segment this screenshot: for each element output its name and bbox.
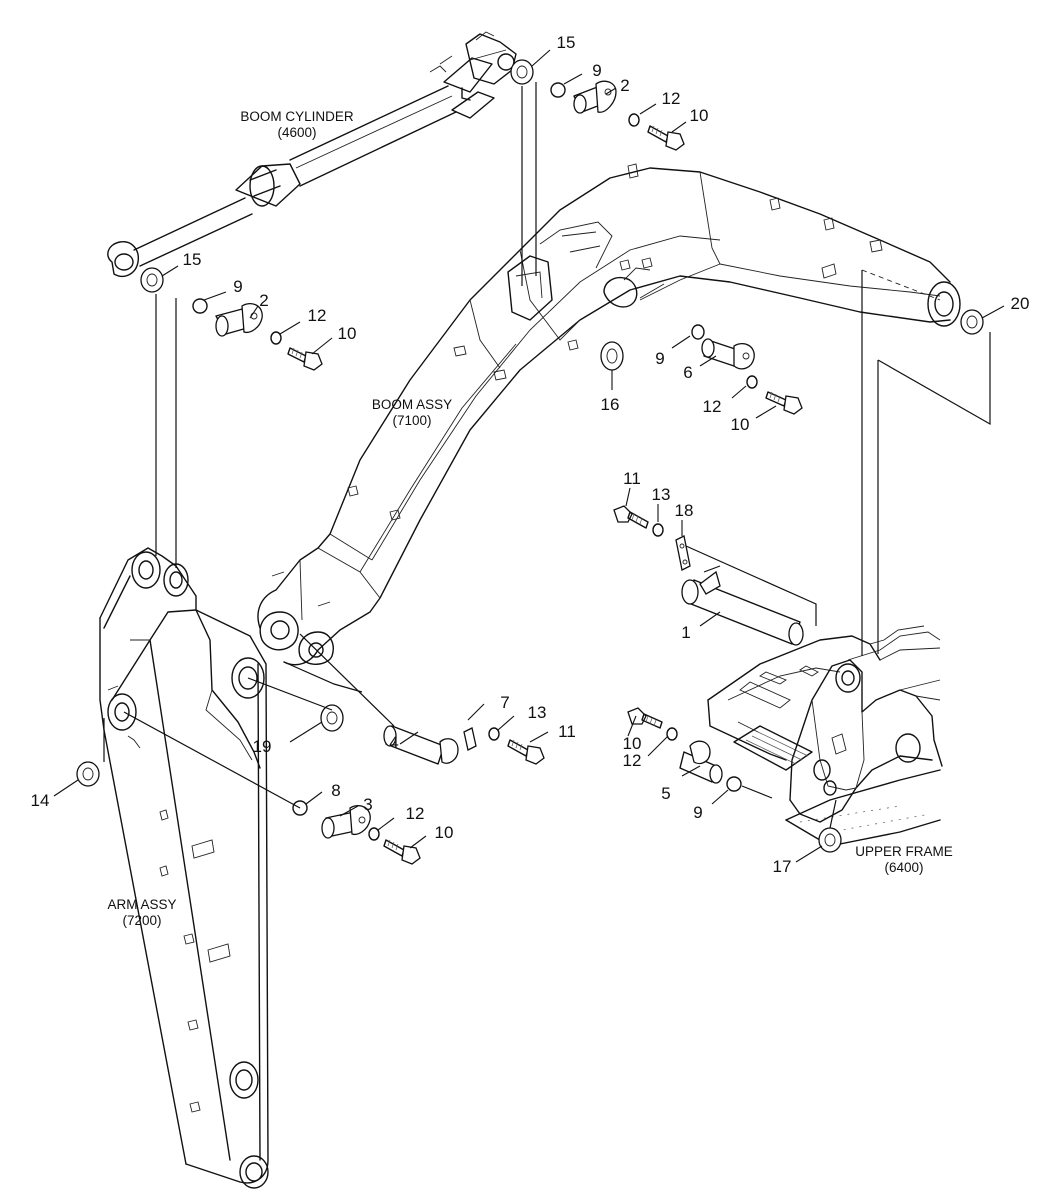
boom-cylinder-part [107,31,517,278]
callout-number: 12 [308,306,327,325]
callout-leaders [53,49,1005,863]
callout-number: 12 [406,804,425,823]
arm-assy-code: (7200) [122,913,161,928]
assembly-guide-lines [103,82,991,829]
callout-number: 13 [652,485,671,504]
boom-assy-label: BOOM ASSY [372,397,452,412]
callout-number: 19 [253,737,272,756]
callout-number: 9 [693,803,702,822]
assembly-labels: BOOM CYLINDER (4600) BOOM ASSY (7100) AR… [107,109,952,928]
boom-cylinder-label: BOOM CYLINDER [240,109,354,124]
callout-number: 9 [655,349,664,368]
upper-frame-code: (6400) [884,860,923,875]
hardware-parts [76,59,984,865]
callout-number: 1 [681,623,690,642]
callout-number: 6 [683,363,692,382]
callout-number: 10 [435,823,454,842]
arm-assy-part [99,547,269,1189]
callout-number: 12 [623,751,642,770]
callout-number: 9 [592,61,601,80]
upper-frame-label: UPPER FRAME [855,844,953,859]
callout-number: 11 [623,469,641,488]
callout-number: 11 [558,722,576,741]
callout-number: 15 [557,33,576,52]
callout-number: 10 [731,415,750,434]
callout-number: 18 [675,501,694,520]
callout-number: 14 [31,791,50,810]
callout-number: 10 [690,106,709,125]
callout-number: 16 [601,395,620,414]
upper-frame-part [707,625,943,847]
callout-number: 2 [259,291,268,310]
callout-number: 9 [233,277,242,296]
callout-number: 13 [528,703,547,722]
callout-number: 10 [338,324,357,343]
boom-cylinder-code: (4600) [277,125,316,140]
callout-number: 12 [703,397,722,416]
callout-number: 2 [620,76,629,95]
arm-assy-label: ARM ASSY [107,897,176,912]
callout-number: 5 [661,784,670,803]
callout-number: 20 [1011,294,1030,313]
callout-number: 15 [183,250,202,269]
callout-number: 10 [623,734,642,753]
callout-number: 17 [773,857,792,876]
callout-numbers: 15 9 2 12 10 15 9 2 12 10 20 9 6 16 12 1… [31,33,1030,876]
boom-assy-part [257,163,961,666]
boom-assy-code: (7100) [392,413,431,428]
callout-number: 3 [363,795,372,814]
callout-number: 7 [500,693,509,712]
callout-number: 4 [389,733,398,752]
callout-number: 8 [331,781,340,800]
callout-number: 12 [662,89,681,108]
